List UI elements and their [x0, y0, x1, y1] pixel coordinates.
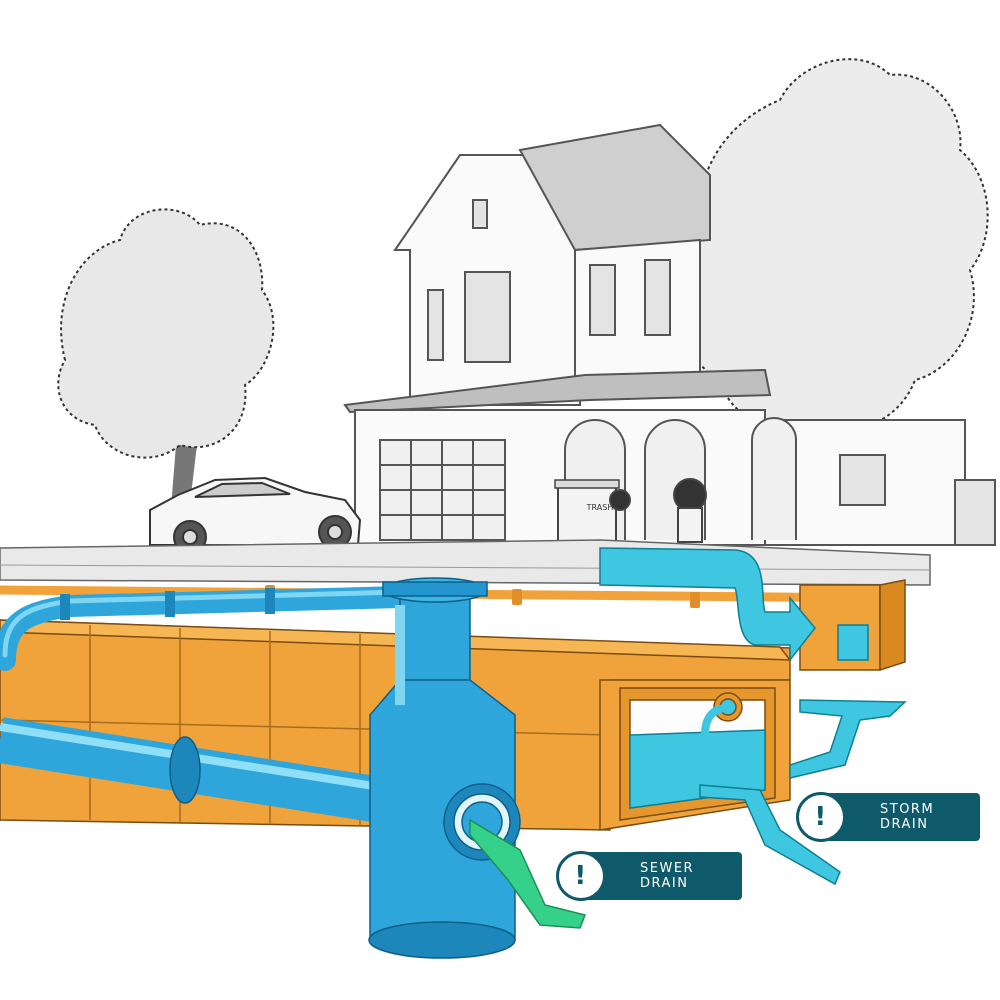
exclamation-icon: ! — [796, 792, 846, 842]
left-tree — [58, 209, 273, 520]
exclamation-icon: ! — [556, 851, 606, 901]
storm-catch-basin — [800, 580, 905, 670]
storm-drain-callout: ! STORM DRAIN — [820, 793, 980, 841]
sewer-drain-label: SEWER DRAIN — [640, 861, 720, 891]
sewer-drain-callout: ! SEWER DRAIN — [580, 852, 742, 900]
street-surface — [0, 540, 930, 585]
storm-drain-label: STORM DRAIN — [880, 802, 958, 832]
trash-bin-label: TRASH — [586, 503, 614, 512]
